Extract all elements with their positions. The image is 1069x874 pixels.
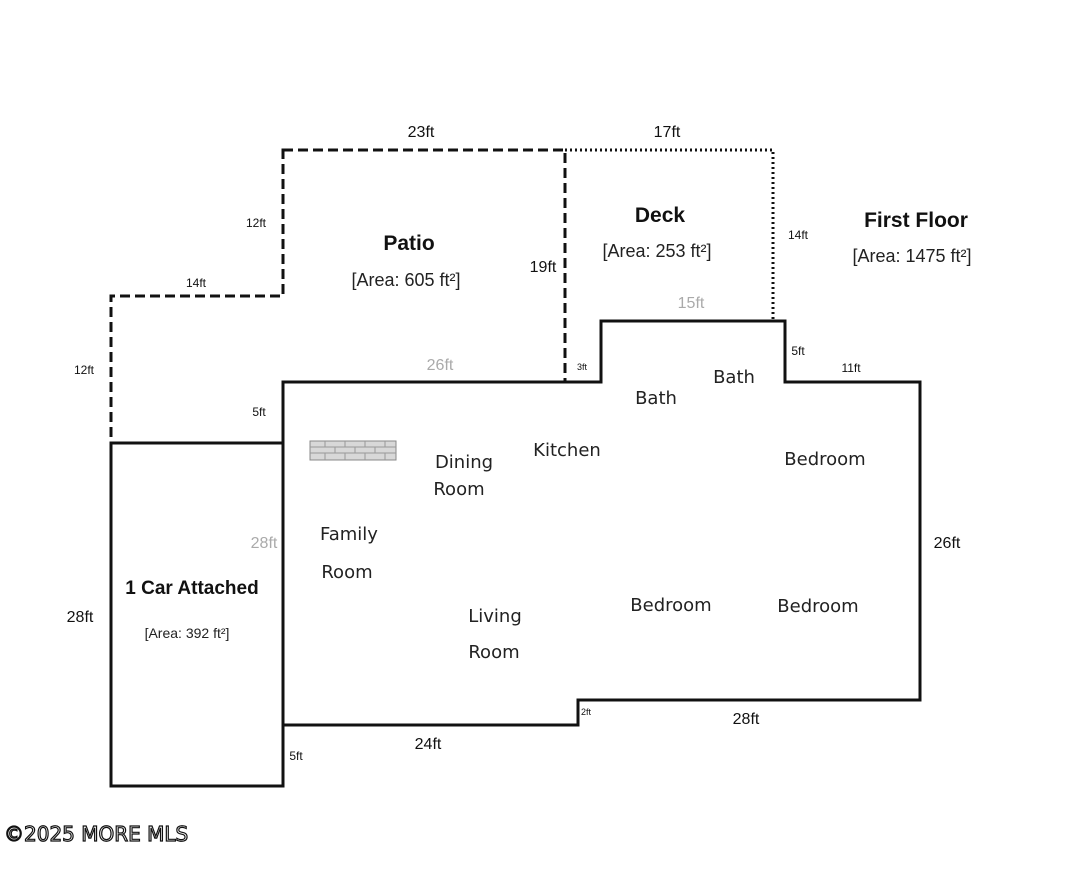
- room-bath: Bath: [713, 367, 755, 388]
- garage-area: [Area: 392 ft²]: [145, 625, 230, 641]
- dim-garage-inner: 28ft: [251, 535, 278, 552]
- patio-area: [Area: 605 ft²]: [351, 270, 460, 290]
- dim-bath-right: 5ft: [791, 344, 805, 358]
- first-floor-area: [Area: 1475 ft²]: [852, 246, 971, 266]
- room-family: Family: [320, 524, 378, 545]
- fireplace-icon: [309, 440, 397, 461]
- deck-title: Deck: [635, 204, 686, 227]
- room-bedroom: Bedroom: [777, 596, 858, 617]
- dim-right-side: 26ft: [934, 535, 961, 552]
- dim-notch: 3ft: [577, 362, 588, 372]
- garage-title: 1 Car Attached: [125, 578, 258, 599]
- dim-garage-bottom-right: 5ft: [289, 749, 303, 763]
- dim-patio-left-lower: 12ft: [74, 363, 95, 377]
- patio-outline: [109, 148, 567, 445]
- room-bath: Bath: [635, 388, 677, 409]
- dim-bedroom-top: 11ft: [841, 361, 861, 375]
- first-floor-outline: [281, 319, 922, 727]
- dim-garage-left: 28ft: [67, 609, 94, 626]
- dim-bottom-step: 2ft: [581, 707, 592, 717]
- room-bedroom: Bedroom: [784, 449, 865, 470]
- dim-patio-right: 19ft: [530, 259, 557, 276]
- first-floor-title: First Floor: [864, 209, 968, 232]
- dim-bottom-right: 28ft: [733, 711, 760, 728]
- room-dining: Room: [433, 479, 484, 500]
- room-family: Room: [321, 562, 372, 583]
- dim-patio-left-upper: 12ft: [246, 216, 267, 230]
- room-living: Room: [468, 642, 519, 663]
- dim-patio-bottom: 26ft: [427, 357, 454, 374]
- mls-watermark: ©2025 MORE MLS: [4, 822, 188, 846]
- dim-patio-top: 23ft: [408, 124, 435, 141]
- deck-outline: [565, 148, 775, 384]
- dim-bottom-left: 24ft: [415, 736, 442, 753]
- dim-deck-top: 17ft: [654, 124, 681, 141]
- room-bedroom: Bedroom: [630, 595, 711, 616]
- dim-garage-top-right: 5ft: [252, 405, 266, 419]
- room-kitchen: Kitchen: [533, 440, 601, 461]
- room-living: Living: [468, 606, 522, 627]
- dim-patio-step: 14ft: [186, 276, 207, 290]
- dim-deck-bottom: 15ft: [678, 295, 705, 312]
- garage-outline: [109, 441, 285, 788]
- deck-area: [Area: 253 ft²]: [602, 241, 711, 261]
- patio-title: Patio: [383, 232, 434, 255]
- room-dining: Dining: [435, 452, 493, 473]
- dim-deck-right: 14ft: [788, 228, 809, 242]
